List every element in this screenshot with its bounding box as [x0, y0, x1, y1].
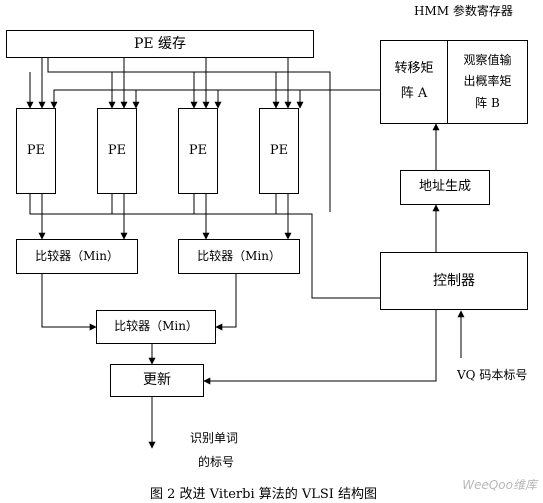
controller-to-update-arrow [203, 310, 437, 385]
comparator-merge [41, 274, 237, 331]
observation-matrix-b: 观察值输 出概率矩 阵 B [448, 41, 527, 123]
comparator-2: 比较器（Min） [178, 239, 300, 274]
pe-2: PE [97, 108, 137, 194]
comparator-3: 比较器（Min） [96, 310, 216, 344]
output-label-line: 的标号 [198, 455, 235, 469]
transfer-matrix-line: 阵 A [400, 86, 428, 101]
observation-matrix-line: 阵 B [475, 95, 500, 110]
pe-4: PE [259, 108, 299, 194]
pe-buffer: PE 缓存 [6, 30, 314, 58]
hmm-register: 转移矩 阵 A 观察值输 出概率矩 阵 B [380, 40, 528, 124]
output-label-line: 识别单词 [190, 431, 239, 445]
hmm-register-title: HMM 参数寄存器 [414, 4, 513, 18]
output-label: 识别单词 的标号 [190, 426, 238, 474]
watermark: WeeQoo维库 [462, 478, 537, 492]
buffer-to-pe-arrows [38, 58, 292, 109]
transfer-matrix-line: 转移矩 [394, 61, 434, 77]
update-block: 更新 [110, 364, 204, 397]
observation-matrix-line: 观察值输 [463, 52, 512, 67]
parameter-bus [50, 89, 380, 109]
comparator-1: 比较器（Min） [16, 239, 138, 274]
pe-3: PE [178, 108, 218, 194]
pe-to-comparator-arrows [38, 194, 292, 240]
controller: 控制器 [380, 252, 528, 310]
vq-codebook-label: VQ 码本标号 [457, 368, 528, 382]
pe-1: PE [16, 108, 56, 194]
address-generator: 地址生成 [400, 170, 490, 205]
transfer-matrix-a: 转移矩 阵 A [381, 41, 448, 123]
observation-matrix-line: 出概率矩 [463, 74, 512, 89]
pe-state-bus [29, 194, 380, 299]
figure-caption: 图 2 改进 Viterbi 算法的 VLSI 结构图 [150, 487, 378, 502]
